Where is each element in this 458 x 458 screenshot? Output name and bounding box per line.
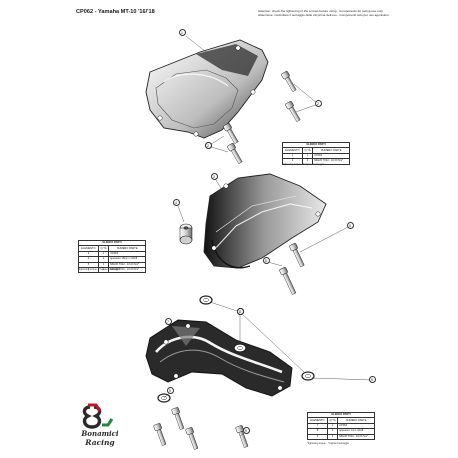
table-row: 2 4 M6x20 TCEI - 10.00 Nm* [282,158,350,165]
table-row: 6 1 M6x40 TCEI - 10.00 Nm* [78,266,146,274]
bonamici-racing-logo: Bonamici Racing [76,403,124,453]
bottom-bolts [153,407,249,450]
table-cell: M6x20 TCEI - 10.00 Nm* [312,158,350,165]
callout-bubble: 7 [164,317,172,325]
torque-note: *tightening torque - *coppia di serraggi… [78,268,120,271]
table-cell: 1 [97,266,110,274]
document-title: CP062 - Yamaha MT-10 '16/'18 [76,9,155,15]
callout-bubble: 2 [314,99,322,107]
table-cell: 9 [307,433,328,440]
callout-bubble: 1 [178,28,186,36]
table-header-element: ELEMENTO [78,245,99,252]
table-row: 4 1 spessore 18mm m10x8 [78,256,146,263]
table-header-element: ELEMENTO [282,147,303,154]
parts-table-middle: ELENCO PARTI ELEMENTO Q.TÀ NUMERO PARTE … [78,239,146,274]
attention-notice: Attention: check the tightening of the s… [258,9,458,18]
bottom-engine-cover [145,319,293,397]
attention-english: Attention: check the tightening of the s… [258,9,383,13]
callout-bubble: 6 [262,256,270,264]
bottom-washers [157,295,315,403]
table-header-element: ELEMENTO [307,417,328,424]
callout-bubble: 5 [346,221,354,229]
callout-bubble: 3 [210,172,218,180]
attention-italian: Attenzione: controllare il serraggio del… [258,13,389,18]
callout-bubble: 9 [166,386,174,394]
callout-bubble: 9 [368,375,376,383]
torque-note: *tightening torque - *coppia di serraggi… [282,163,324,166]
table-row: 5 1 M6x30 TCEI - 10.00 Nm* [78,261,146,268]
table-cell: M6x30 TCEI - 10.00 Nm* [337,433,375,440]
top-bolts [223,71,301,164]
table-cell: 4 [301,158,314,165]
logo-text-bonamici: Bonamici [81,429,119,438]
top-engine-cover [145,39,269,139]
callout-bubble: 9 [242,426,250,434]
callout-bubble: 4 [172,198,180,206]
middle-spacer [179,223,193,245]
middle-bolts [279,243,305,295]
torque-note: *tightening torque - *coppia di serraggi… [307,442,349,445]
logo-mark-icon [82,403,114,429]
table-cell: 4 [326,433,339,440]
parts-table-top: ELENCO PARTI ELEMENTO Q.TÀ NUMERO PARTE … [282,141,350,165]
table-cell: M6x40 TCEI - 10.00 Nm* [108,266,146,274]
callout-bubble: 2 [204,141,212,149]
parts-table-bottom: ELENCO PARTI ELEMENTO Q.TÀ NUMERO PARTE … [307,411,375,440]
table-row: 9 4 M6x30 TCEI - 10.00 Nm* [307,433,375,440]
logo-text-racing: Racing [85,438,115,447]
callout-bubble: 8 [236,307,244,315]
middle-engine-cover [203,173,327,269]
